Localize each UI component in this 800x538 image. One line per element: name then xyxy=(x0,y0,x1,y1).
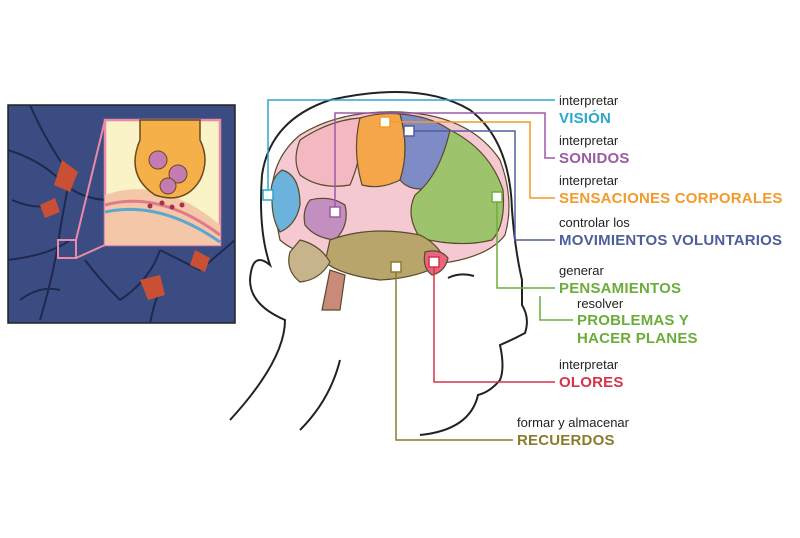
memory-verb: formar y almacenar xyxy=(517,415,629,430)
vision-term: VISIÓN xyxy=(559,110,612,127)
thinking-term: PENSAMIENTOS xyxy=(559,280,682,297)
zoom-box xyxy=(57,239,77,259)
memory-term: RECUERDOS xyxy=(517,432,615,449)
neuron-bodies xyxy=(40,160,210,300)
movement-verb: controlar los xyxy=(559,215,630,230)
neuron-inset xyxy=(7,104,236,324)
brain-stem xyxy=(321,269,346,311)
parietal-lobe xyxy=(295,117,362,187)
cerebellum xyxy=(288,239,331,283)
region-markers xyxy=(262,116,503,273)
synapse-detail xyxy=(103,118,222,247)
brain xyxy=(270,111,510,311)
sounds-term: SONIDOS xyxy=(559,150,630,167)
vision-verb: interpretar xyxy=(559,93,619,108)
vision-marker xyxy=(262,189,274,201)
sounds-marker xyxy=(329,206,341,218)
planning-term-line2: HACER PLANES xyxy=(577,330,698,347)
thinking-verb: generar xyxy=(559,263,604,278)
occipital-lobe xyxy=(270,169,301,233)
thinking-marker xyxy=(491,191,503,203)
sounds-verb: interpretar xyxy=(559,133,619,148)
body-marker xyxy=(379,116,391,128)
body-verb: interpretar xyxy=(559,173,619,188)
planning-term-line1: PROBLEMAS Y xyxy=(577,312,689,329)
leader-lines xyxy=(267,99,573,441)
head-outline xyxy=(229,91,528,436)
smell-term: OLORES xyxy=(559,374,624,391)
frontal-lobe xyxy=(410,129,505,245)
movement-term: MOVIMIENTOS VOLUNTARIOS xyxy=(559,232,783,249)
movement-marker xyxy=(403,125,415,137)
body-term: SENSACIONES CORPORALES xyxy=(559,190,783,207)
smell-verb: interpretar xyxy=(559,357,619,372)
planning-verb: resolver xyxy=(577,296,624,311)
smell-marker xyxy=(428,256,440,268)
memory-marker xyxy=(390,261,402,273)
